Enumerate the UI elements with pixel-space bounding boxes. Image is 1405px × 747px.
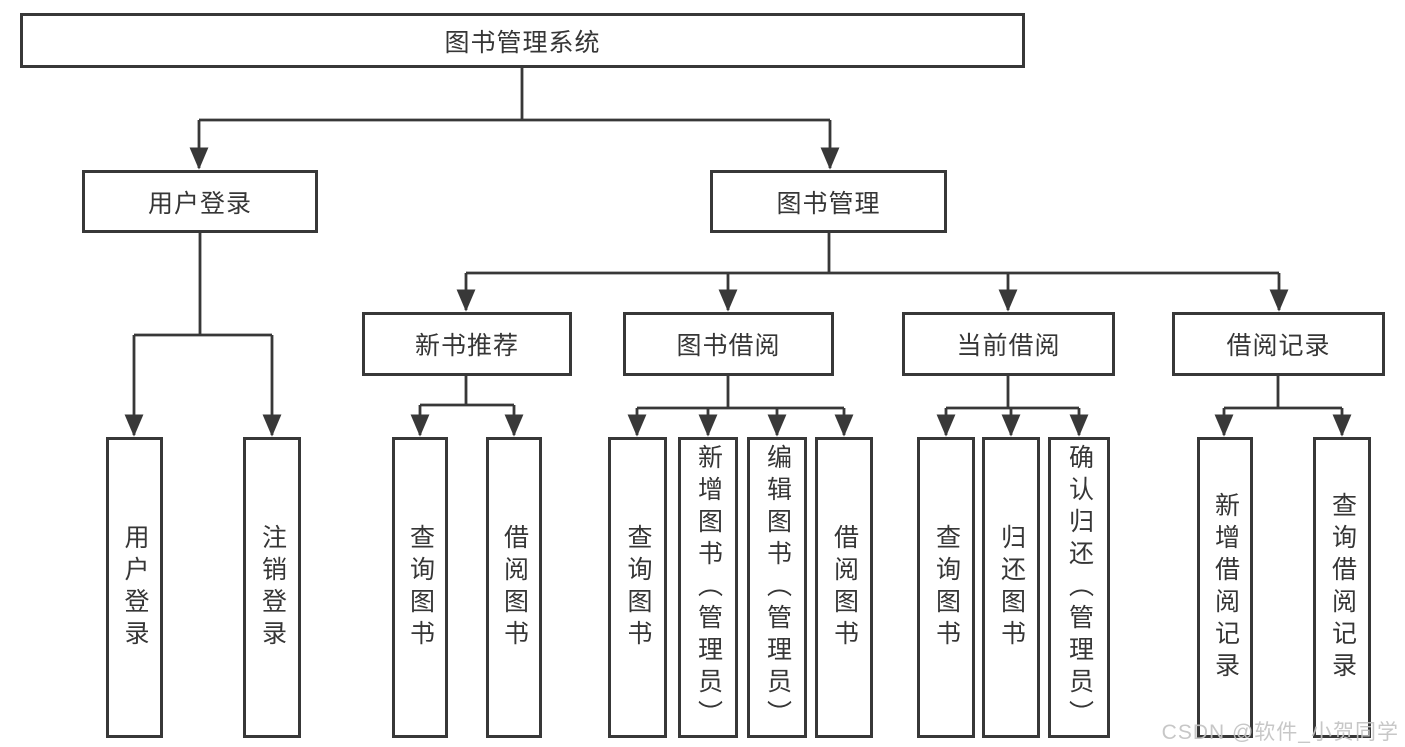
leaf-borrow-book-recommend: 借阅图书 bbox=[486, 437, 542, 738]
csdn-watermark: CSDN @软件_小贺同学 bbox=[1161, 721, 1399, 744]
leaf-borrow-book: 借阅图书 bbox=[815, 437, 873, 738]
leaf-edit-book-admin: 编辑图书（管理员） bbox=[747, 437, 807, 738]
node-book-borrow: 图书借阅 bbox=[623, 312, 834, 376]
leaf-confirm-return-admin: 确认归还（管理员） bbox=[1048, 437, 1110, 738]
node-user-login: 用户登录 bbox=[82, 170, 318, 233]
leaf-return-book: 归还图书 bbox=[982, 437, 1040, 738]
node-borrow-records: 借阅记录 bbox=[1172, 312, 1385, 376]
node-current-borrow: 当前借阅 bbox=[902, 312, 1115, 376]
node-book-management: 图书管理 bbox=[710, 170, 947, 233]
leaf-query-book-recommend: 查询图书 bbox=[392, 437, 448, 738]
leaf-query-book-borrow: 查询图书 bbox=[608, 437, 667, 738]
leaf-add-book-admin: 新增图书（管理员） bbox=[678, 437, 738, 738]
node-new-book-recommend: 新书推荐 bbox=[362, 312, 572, 376]
leaf-user-login: 用户登录 bbox=[106, 437, 163, 738]
leaf-query-book-current: 查询图书 bbox=[917, 437, 975, 738]
leaf-query-borrow-record: 查询借阅记录 bbox=[1313, 437, 1371, 738]
leaf-logout-login: 注销登录 bbox=[243, 437, 301, 738]
node-root: 图书管理系统 bbox=[20, 13, 1025, 68]
leaf-add-borrow-record: 新增借阅记录 bbox=[1197, 437, 1253, 738]
